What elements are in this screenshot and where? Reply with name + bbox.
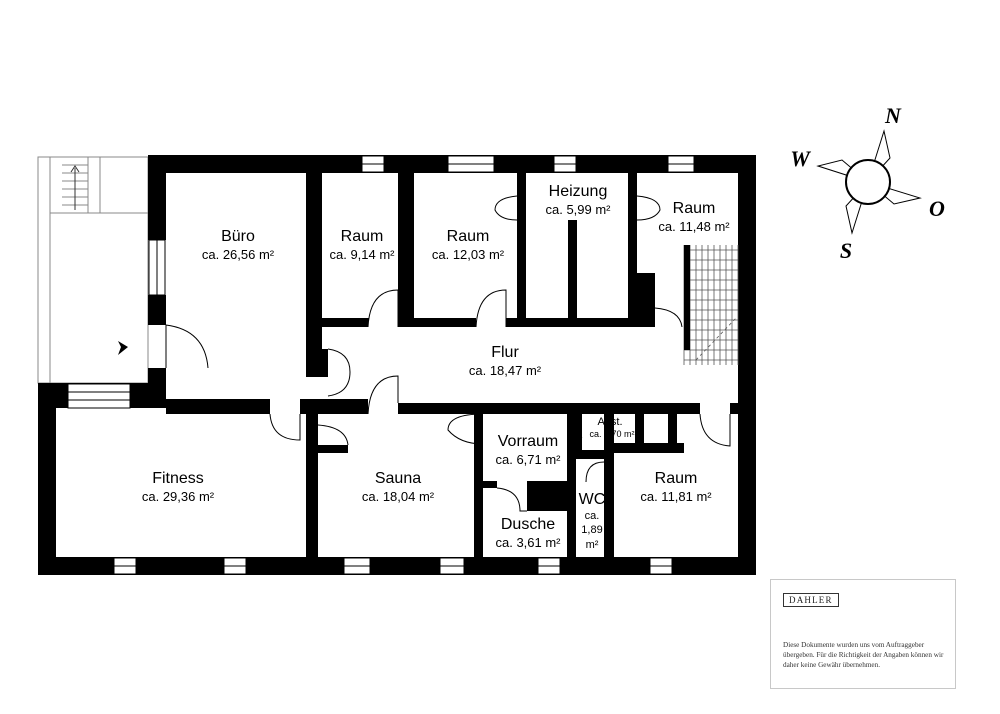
room-wc-area-line2: 1,89 (581, 524, 602, 536)
room-abst-name: Abst. (597, 416, 622, 428)
room-raum4-name: Raum (655, 470, 698, 487)
compass-north-label: N (884, 103, 902, 128)
windows (67, 155, 695, 575)
disclaimer-text: Diese Dokumente wurden uns vom Auftragge… (783, 641, 944, 669)
disclaimer-box: DAHLER Diese Dokumente wurden uns vom Au… (770, 579, 956, 689)
room-raum1-name: Raum (341, 228, 384, 245)
interior-walls (166, 173, 738, 557)
doors (165, 195, 731, 512)
room-buero-name: Büro (221, 228, 255, 245)
room-flur-area: ca. 18,47 m² (469, 363, 542, 378)
room-raum1-area: ca. 9,14 m² (329, 247, 395, 262)
outer-walls (38, 155, 756, 575)
room-raum3-area: ca. 11,48 m² (658, 219, 730, 234)
room-flur-name: Flur (491, 344, 519, 361)
room-vorraum-name: Vorraum (498, 433, 558, 450)
room-raum4-area: ca. 11,81 m² (640, 489, 712, 504)
room-sauna-name: Sauna (375, 470, 421, 487)
room-buero-area: ca. 26,56 m² (202, 247, 275, 262)
room-fitness-area: ca. 29,36 m² (142, 489, 215, 504)
room-fitness-name: Fitness (152, 470, 204, 487)
room-wc-area-line3: m² (586, 539, 599, 551)
room-wc-name: WC (579, 491, 606, 508)
room-heizung-name: Heizung (549, 183, 608, 200)
room-raum2-area: ca. 12,03 m² (432, 247, 505, 262)
room-dusche-area: ca. 3,61 m² (495, 535, 561, 550)
room-raum2-name: Raum (447, 228, 490, 245)
entrance-arrow-icon (118, 341, 128, 355)
room-raum3-name: Raum (673, 200, 716, 217)
room-sauna-area: ca. 18,04 m² (362, 489, 435, 504)
room-wc-area-line1: ca. (585, 510, 600, 522)
compass-east-label: O (929, 196, 945, 221)
room-abst-area: ca. 1,70 m² (589, 429, 634, 439)
interior-staircase (683, 245, 739, 365)
room-dusche-name: Dusche (501, 516, 555, 533)
compass-west-label: W (790, 146, 811, 171)
compass-rose-icon: N W O S (790, 103, 945, 263)
room-heizung-area: ca. 5,99 m² (545, 202, 611, 217)
exterior-staircase (37, 156, 149, 384)
compass-south-label: S (840, 238, 852, 263)
room-labels: Büro ca. 26,56 m² Raum ca. 9,14 m² Raum … (142, 183, 730, 551)
room-vorraum-area: ca. 6,71 m² (495, 452, 561, 467)
brand-logo: DAHLER (783, 593, 839, 607)
